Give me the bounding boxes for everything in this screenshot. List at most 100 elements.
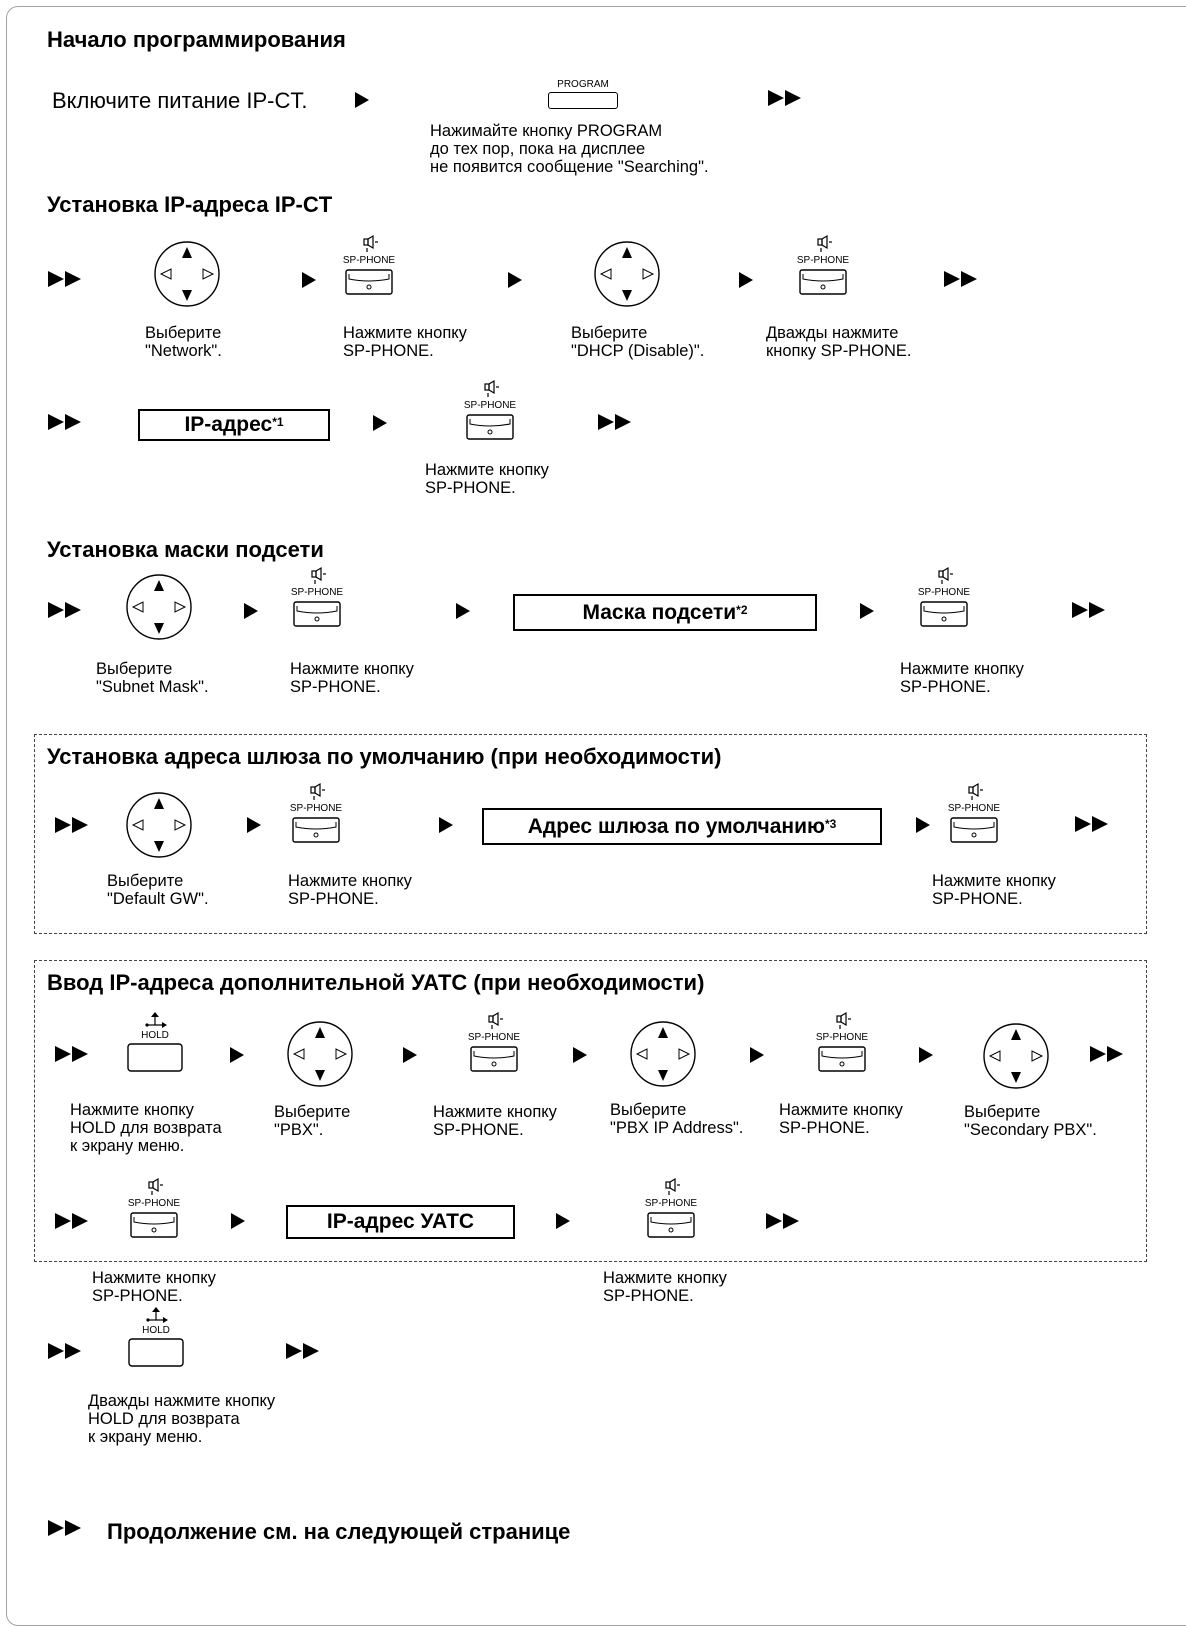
pbx-ip-box: IP-адрес УАТС bbox=[286, 1205, 515, 1239]
sp-phone-key[interactable]: SP-PHONE bbox=[459, 1011, 529, 1076]
select-pbx-caption: Выберите "PBX". bbox=[274, 1103, 351, 1139]
arrow-icon bbox=[373, 415, 389, 431]
power-on-caption: Включите питание IP-CT. bbox=[52, 88, 308, 113]
sp-phone-key[interactable]: SP-PHONE bbox=[455, 379, 525, 444]
select-gw-caption: Выберите "Default GW". bbox=[107, 872, 209, 908]
sp-phone-key-label: SP-PHONE bbox=[467, 1032, 521, 1043]
navigator-key-icon[interactable] bbox=[125, 791, 193, 859]
arrow-icon bbox=[750, 1047, 766, 1063]
press-sp-caption: Нажмите кнопку SP-PHONE. bbox=[425, 461, 549, 497]
arrow-icon bbox=[739, 272, 755, 288]
section-title-mask: Установка маски подсети bbox=[47, 537, 324, 562]
hold-key-label: HOLD bbox=[141, 1030, 169, 1041]
navigator-key-icon[interactable] bbox=[629, 1020, 697, 1088]
double-arrow-icon bbox=[55, 1046, 91, 1062]
select-secondary-caption: Выберите "Secondary PBX". bbox=[964, 1103, 1097, 1139]
double-arrow-icon bbox=[48, 414, 84, 430]
arrow-icon bbox=[247, 817, 263, 833]
double-arrow-icon bbox=[1075, 816, 1111, 832]
navigator-key-icon[interactable] bbox=[125, 573, 193, 641]
double-arrow-icon bbox=[1090, 1046, 1126, 1062]
speaker-icon bbox=[345, 234, 393, 295]
program-key[interactable] bbox=[548, 92, 618, 109]
gateway-optional-frame bbox=[34, 734, 1147, 934]
navigator-key-icon[interactable] bbox=[153, 240, 221, 308]
press-sp-twice-caption: Дважды нажмите кнопку SP-PHONE. bbox=[766, 324, 912, 360]
arrow-icon bbox=[355, 92, 371, 108]
arrow-icon bbox=[456, 603, 472, 619]
sp-phone-key-label: SP-PHONE bbox=[127, 1198, 181, 1209]
section-title-ip: Установка IP-адреса IP-CT bbox=[47, 192, 333, 217]
press-sp-caption: Нажмите кнопку SP-PHONE. bbox=[900, 660, 1024, 696]
sp-phone-key[interactable]: SP-PHONE bbox=[807, 1011, 877, 1076]
speaker-icon bbox=[799, 234, 847, 295]
speaker-icon bbox=[470, 1011, 518, 1072]
arrow-icon bbox=[403, 1047, 419, 1063]
navigator-key-icon[interactable] bbox=[593, 240, 661, 308]
speaker-icon bbox=[130, 1177, 178, 1238]
press-sp-caption: Нажмите кнопку SP-PHONE. bbox=[932, 872, 1056, 908]
subnet-mask-label: Маска подсети bbox=[582, 600, 737, 624]
sp-phone-key[interactable]: SP-PHONE bbox=[909, 566, 979, 631]
navigator-key-icon[interactable] bbox=[286, 1020, 354, 1088]
sp-phone-key[interactable]: SP-PHONE bbox=[334, 234, 404, 299]
arrow-icon bbox=[919, 1047, 935, 1063]
sp-phone-key[interactable]: SP-PHONE bbox=[282, 566, 352, 631]
double-arrow-icon bbox=[55, 817, 91, 833]
pbx-ip-label: IP-адрес УАТС bbox=[326, 1210, 475, 1233]
sp-phone-key-label: SP-PHONE bbox=[290, 587, 344, 598]
arrow-icon bbox=[439, 817, 455, 833]
press-sp-caption: Нажмите кнопку SP-PHONE. bbox=[290, 660, 414, 696]
press-sp-caption: Нажмите кнопку SP-PHONE. bbox=[779, 1101, 903, 1137]
double-arrow-icon bbox=[48, 271, 84, 287]
speaker-icon bbox=[920, 566, 968, 627]
arrow-icon bbox=[556, 1213, 572, 1229]
sp-phone-key[interactable]: SP-PHONE bbox=[281, 782, 351, 847]
arrow-icon bbox=[508, 272, 524, 288]
speaker-icon bbox=[950, 782, 998, 843]
sp-phone-key-label: SP-PHONE bbox=[342, 255, 396, 266]
arrow-icon bbox=[231, 1213, 247, 1229]
hold-key[interactable]: HOLD bbox=[125, 1012, 185, 1077]
program-caption: Нажимайте кнопку PROGRAM до тех пор, пок… bbox=[430, 122, 709, 176]
subnet-mask-box: Маска подсети*2 bbox=[513, 594, 817, 631]
default-gw-box: Адрес шлюза по умолчанию*3 bbox=[482, 808, 882, 845]
default-gw-label: Адрес шлюза по умолчанию bbox=[527, 814, 825, 838]
sp-phone-key-label: SP-PHONE bbox=[917, 587, 971, 598]
press-hold-caption: Нажмите кнопку HOLD для возврата к экран… bbox=[70, 1101, 222, 1155]
speaker-icon bbox=[293, 566, 341, 627]
hold-key-label: HOLD bbox=[142, 1325, 170, 1336]
sp-phone-key-label: SP-PHONE bbox=[463, 400, 517, 411]
press-sp-caption: Нажмите кнопку SP-PHONE. bbox=[343, 324, 467, 360]
double-arrow-icon bbox=[1072, 602, 1108, 618]
ip-address-label: IP-адрес bbox=[184, 413, 273, 436]
sp-phone-key-label: SP-PHONE bbox=[289, 803, 343, 814]
sp-phone-key-label: SP-PHONE bbox=[815, 1032, 869, 1043]
arrow-icon bbox=[302, 272, 318, 288]
sp-phone-key[interactable]: SP-PHONE bbox=[788, 234, 858, 299]
sp-phone-key-label: SP-PHONE bbox=[947, 803, 1001, 814]
arrow-icon bbox=[573, 1047, 589, 1063]
select-network-caption: Выберите "Network". bbox=[145, 324, 222, 360]
section-title-gw: Установка адреса шлюза по умолчанию (при… bbox=[47, 744, 722, 769]
select-dhcp-caption: Выберите "DHCP (Disable)". bbox=[571, 324, 705, 360]
press-hold-twice-caption: Дважды нажмите кнопку HOLD для возврата … bbox=[88, 1392, 276, 1446]
speaker-icon bbox=[818, 1011, 866, 1072]
sp-phone-key-label: SP-PHONE bbox=[796, 255, 850, 266]
double-arrow-icon bbox=[48, 1343, 84, 1359]
ip-address-box: IP-адрес*1 bbox=[138, 409, 330, 441]
hold-transfer-icon bbox=[128, 1307, 184, 1367]
sp-phone-key[interactable]: SP-PHONE bbox=[119, 1177, 189, 1242]
hold-transfer-icon bbox=[127, 1012, 183, 1072]
double-arrow-icon bbox=[944, 271, 980, 287]
double-arrow-icon bbox=[766, 1213, 802, 1229]
sp-phone-key[interactable]: SP-PHONE bbox=[636, 1177, 706, 1242]
arrow-icon bbox=[230, 1047, 246, 1063]
navigator-key-icon[interactable] bbox=[982, 1022, 1050, 1090]
sp-phone-key[interactable]: SP-PHONE bbox=[939, 782, 1009, 847]
double-arrow-icon bbox=[48, 602, 84, 618]
select-subnet-caption: Выберите "Subnet Mask". bbox=[96, 660, 209, 696]
speaker-icon bbox=[647, 1177, 695, 1238]
hold-key[interactable]: HOLD bbox=[126, 1307, 186, 1372]
press-sp-caption: Нажмите кнопку SP-PHONE. bbox=[92, 1269, 216, 1305]
